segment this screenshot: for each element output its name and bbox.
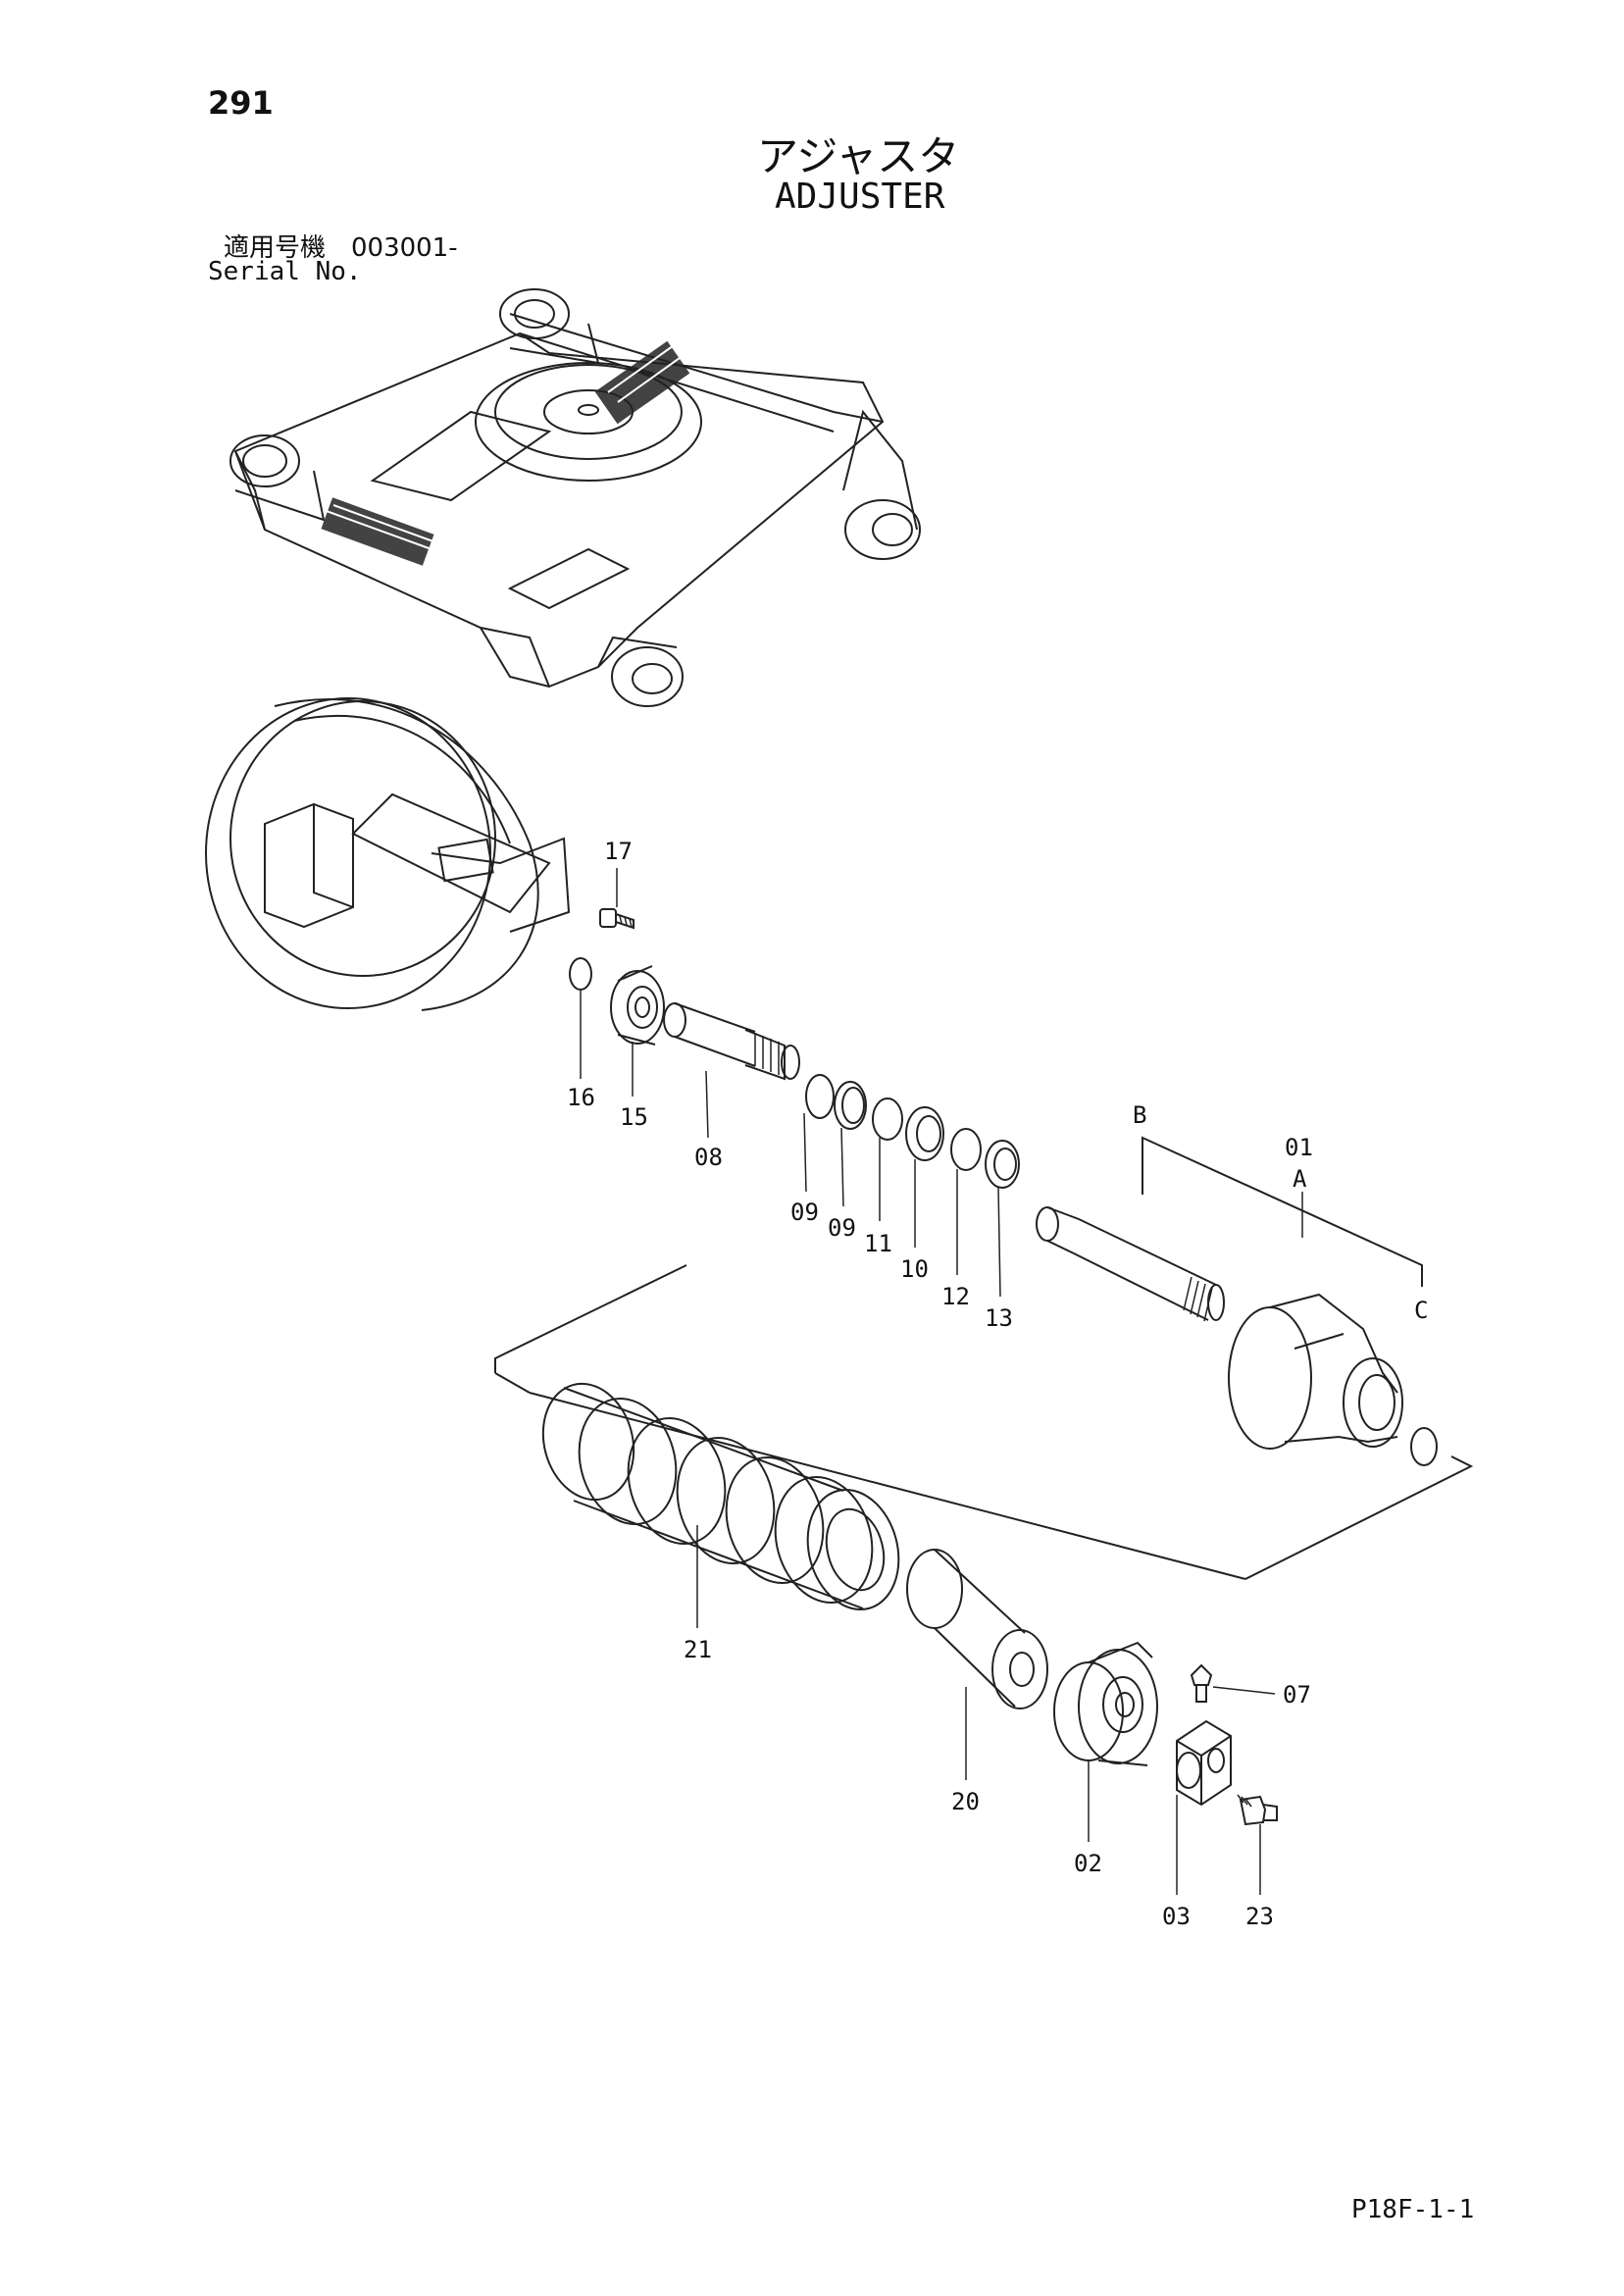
callout-02: 02 [1074, 1850, 1102, 1877]
part-10-packing [905, 1106, 944, 1161]
part-15-flange [610, 965, 665, 1046]
callout-a: A [1293, 1165, 1307, 1193]
serial-label-japanese: 適用号機 003001- [224, 233, 458, 263]
part-c-o-ring [1410, 1427, 1438, 1466]
title-english: ADJUSTER [775, 177, 945, 217]
callout-09-b: 09 [828, 1214, 856, 1242]
callout-03: 03 [1162, 1903, 1191, 1930]
part-01-cylinder-housing [1228, 1293, 1403, 1450]
part-11-ring [872, 1097, 903, 1141]
part-02-spring-seat [1053, 1641, 1158, 1766]
idler-wheel-illustration [205, 697, 571, 1011]
callout-13: 13 [985, 1304, 1013, 1332]
callout-08: 08 [694, 1144, 723, 1171]
callout-17: 17 [604, 838, 633, 865]
callout-01: 01 [1285, 1134, 1313, 1161]
part-b-cylinder-rod [1036, 1206, 1225, 1322]
callout-07: 07 [1283, 1681, 1311, 1709]
assembly-bracket-line [1142, 1136, 1423, 1287]
serial-label-english: Serial No. [208, 257, 362, 286]
callout-12: 12 [941, 1283, 970, 1310]
part-08-piston-rod [663, 1002, 800, 1081]
part-17-bolt [599, 908, 634, 930]
callout-c: C [1414, 1297, 1428, 1324]
callout-11: 11 [864, 1230, 892, 1257]
title-japanese: アジャスタ [757, 132, 960, 180]
part-03-nut-block [1176, 1719, 1232, 1807]
part-07-grease-fitting [1190, 1663, 1213, 1703]
callout-21: 21 [684, 1636, 712, 1663]
spring-assembly-boundary [494, 1264, 1474, 1580]
undercarriage-frame-illustration [229, 288, 921, 707]
part-12-ring [950, 1128, 982, 1171]
callout-10: 10 [900, 1255, 929, 1283]
part-23-grease-valve [1237, 1794, 1278, 1826]
part-09-backup-rings [805, 1074, 867, 1130]
spring-assembly-boundary-lower [529, 1392, 1246, 1580]
callout-09-a: 09 [790, 1199, 819, 1226]
page-code: P18F-1-1 [1351, 2195, 1475, 2224]
callout-23: 23 [1245, 1903, 1274, 1930]
callout-16: 16 [567, 1084, 595, 1111]
part-13-seal [985, 1140, 1020, 1189]
page-number: 291 [208, 84, 274, 122]
callout-15: 15 [620, 1103, 648, 1131]
part-20-spacer-tube [906, 1549, 1048, 1709]
part-21-coil-spring [541, 1382, 900, 1611]
callout-20: 20 [951, 1788, 980, 1815]
part-16-o-ring [569, 957, 592, 991]
leader-lines [580, 868, 1303, 1895]
callout-b: B [1133, 1101, 1146, 1129]
